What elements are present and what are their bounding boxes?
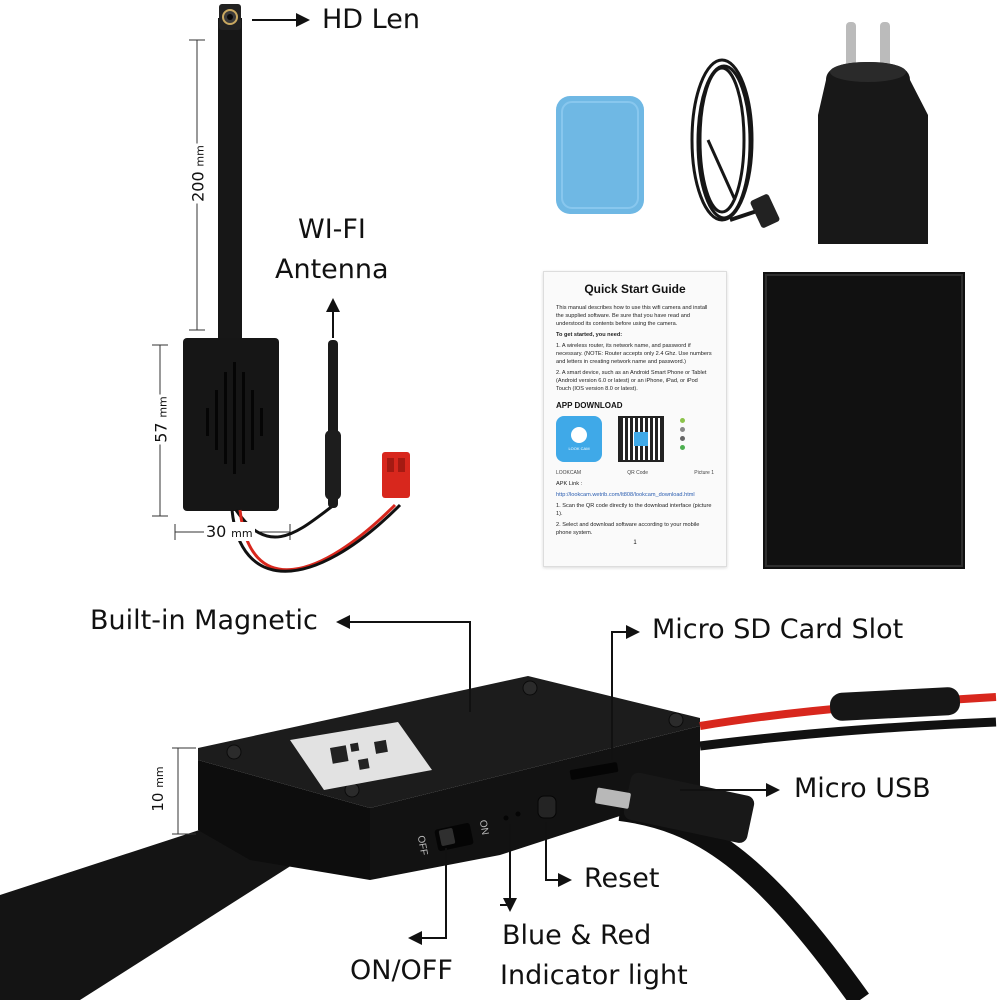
dimension-10mm: 10 mm — [149, 764, 167, 814]
wifi-label-line1: WI-FI — [298, 214, 366, 245]
quick-start-guide: Quick Start Guide This manual describes … — [543, 271, 727, 567]
hd-len-label: HD Len — [322, 4, 420, 35]
wifi-label-line2: Antenna — [275, 254, 389, 285]
indicator-led-red — [515, 811, 521, 817]
qr-code — [618, 416, 664, 462]
indicator-led-blue — [503, 815, 509, 821]
guide-need-heading: To get started, you need: — [556, 332, 623, 338]
micro-sd-slot — [569, 762, 619, 780]
picture-caption: Picture 1 — [694, 470, 714, 476]
dimension-200mm: 200 mm — [188, 143, 208, 204]
guide-intro: This manual describes how to use this wi… — [556, 305, 708, 327]
reset-button — [537, 795, 557, 819]
app-caption: LOOKCAM — [556, 470, 582, 476]
reset-label: Reset — [584, 863, 660, 894]
built-in-magnetic-label: Built-in Magnetic — [90, 605, 318, 636]
qr-label-sticker — [290, 722, 432, 790]
lookcam-app-icon: LOOK CAM — [556, 416, 602, 462]
on-off-label: ON/OFF — [350, 955, 453, 986]
guide-app-download: APP DOWNLOAD — [556, 401, 623, 410]
guide-step2: 2. A smart device, such as an Android Sm… — [556, 370, 707, 392]
storage-pouch — [763, 272, 965, 569]
guide-scan-step: 1. Scan the QR code directly to the down… — [556, 503, 712, 517]
power-connector — [382, 452, 410, 498]
usb-cable — [690, 58, 754, 222]
store-icons — [680, 416, 714, 450]
dimension-30mm: 30 mm — [204, 522, 255, 541]
apk-link-label: APK Link : — [556, 481, 583, 487]
module-front-face — [198, 760, 370, 880]
indicator-label-line2: Indicator light — [500, 960, 688, 991]
micro-usb-label: Micro USB — [794, 773, 931, 804]
guide-select-step: 2. Select and download software accordin… — [556, 522, 700, 536]
adhesive-sticker — [556, 96, 644, 214]
guide-step1: 1. A wireless router, its network name, … — [556, 343, 712, 365]
micro-sd-label: Micro SD Card Slot — [652, 614, 904, 645]
ribbon-cable-closeup — [0, 820, 300, 1000]
guide-title: Quick Start Guide — [584, 282, 686, 296]
camera-ribbon-cable — [218, 18, 242, 353]
qr-caption: QR Code — [627, 470, 649, 476]
apk-link[interactable]: http://lookcam.wetrib.com/lt808/lookcam_… — [556, 492, 695, 498]
indicator-label-line1: Blue & Red — [502, 920, 652, 951]
switch-on-label: ON — [476, 819, 491, 836]
power-adapter — [818, 62, 928, 244]
guide-page-number: 1 — [633, 540, 637, 546]
camera-module-body — [183, 338, 279, 511]
dimension-57mm: 57 mm — [151, 394, 171, 445]
